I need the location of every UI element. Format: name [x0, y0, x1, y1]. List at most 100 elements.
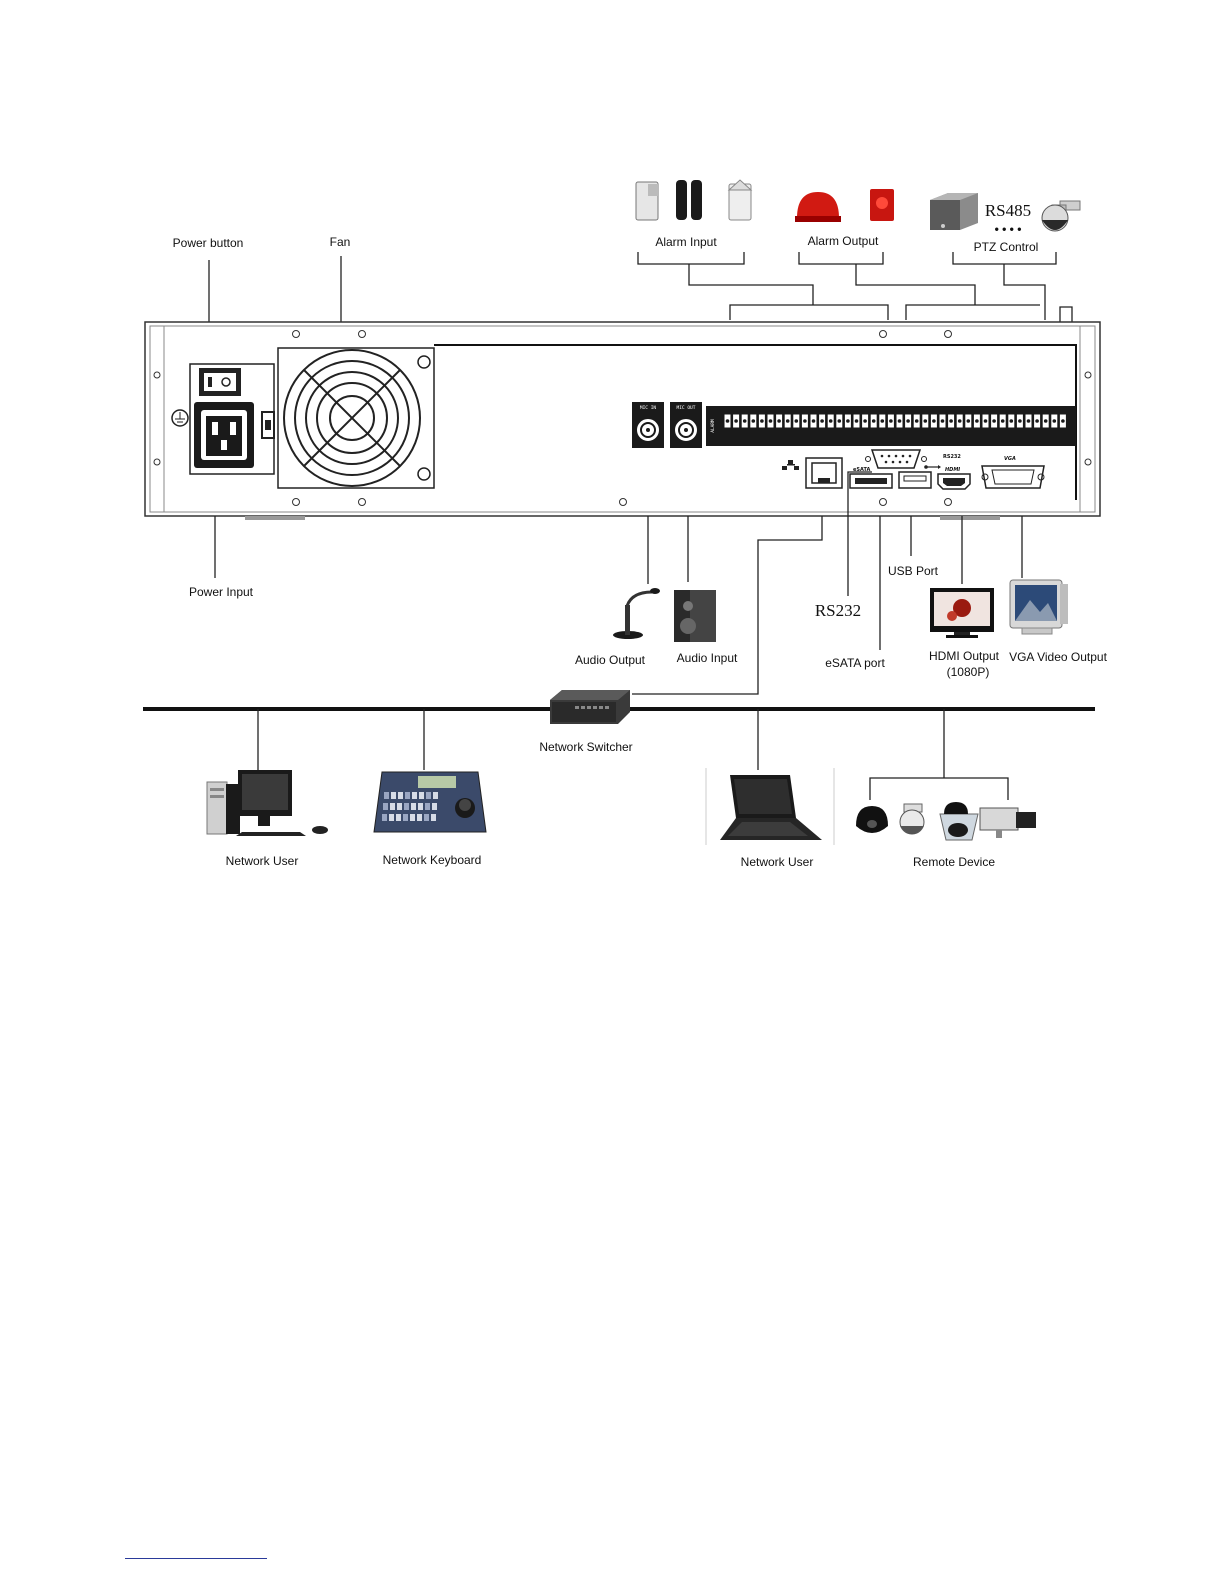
hdmi-text: HDMI: [945, 467, 960, 473]
ptz-decoder-box-icon: [930, 193, 978, 230]
terminal-screw-head: [726, 419, 730, 423]
mic-out-port[interactable]: MIC OUT: [670, 402, 702, 448]
terminal-screw-head: [734, 419, 738, 423]
keyboard-key: [419, 792, 424, 799]
network-keyboard-icon: [374, 772, 486, 832]
keyboard-key: [382, 814, 387, 821]
terminal-screw-head: [967, 419, 971, 423]
keyboard-key: [417, 814, 422, 821]
audio-output-label: Audio Output: [575, 653, 646, 667]
mic-in-port[interactable]: MIC IN: [632, 402, 664, 448]
mic-out-text: MIC OUT: [677, 405, 696, 411]
hdmi-output-resolution: (1080P): [947, 665, 990, 679]
keyboard-key: [433, 792, 438, 799]
rs232-panel-text: RS232: [943, 454, 961, 460]
network-keyboard-label: Network Keyboard: [383, 853, 482, 867]
network-switcher-label: Network Switcher: [539, 740, 632, 754]
terminal-screw-head: [838, 419, 842, 423]
terminal-screw-head: [1018, 419, 1022, 423]
speed-dome-white-icon: [900, 804, 924, 834]
smoke-detector-icon: [729, 180, 751, 220]
keyboard-key: [397, 803, 402, 810]
speaker-icon: [674, 590, 716, 642]
terminal-screw-head: [829, 419, 833, 423]
ptz-devices: RS485 • • • •: [930, 193, 1080, 236]
vga-video-output-label: VGA Video Output: [1009, 650, 1108, 664]
rs485-label: RS485: [985, 201, 1031, 220]
terminal-screw-head: [786, 419, 790, 423]
audio-input-label: Audio Input: [677, 651, 738, 665]
keyboard-key: [389, 814, 394, 821]
network-switch-icon: [550, 690, 630, 724]
terminal-screw-head: [906, 419, 910, 423]
motion-sensor-icon: [636, 182, 658, 220]
terminal-screw-head: [846, 419, 850, 423]
terminal-screw-head: [795, 419, 799, 423]
remote-device-label: Remote Device: [913, 855, 995, 869]
keyboard-key: [403, 814, 408, 821]
terminal-screw-head: [743, 419, 747, 423]
power-input-label: Power Input: [189, 585, 254, 599]
keyboard-key: [431, 814, 436, 821]
terminal-screw-head: [803, 419, 807, 423]
alarm-output-devices: [795, 189, 894, 222]
terminal-screw-head: [1044, 419, 1048, 423]
desktop-computer-icon: [207, 770, 328, 836]
keyboard-key: [390, 803, 395, 810]
hdmi-output-label: HDMI Output: [929, 649, 1000, 663]
terminal-screw-head: [820, 419, 824, 423]
terminal-screw-head: [1001, 419, 1005, 423]
vga-monitor-icon: [1010, 580, 1068, 634]
terminal-screw-head: [872, 419, 876, 423]
keyboard-key: [412, 792, 417, 799]
alarm-output-label: Alarm Output: [808, 234, 879, 248]
terminal-screw-head: [752, 419, 756, 423]
dome-camera-black-icon: [856, 806, 888, 833]
terminal-screw-head: [812, 419, 816, 423]
terminal-screw-head: [992, 419, 996, 423]
terminal-screw-head: [975, 419, 979, 423]
keyboard-key: [425, 803, 430, 810]
terminal-screw-head: [915, 419, 919, 423]
keyboard-key: [418, 803, 423, 810]
network-drop-lines: [258, 709, 1008, 800]
mic-in-text: MIC IN: [640, 405, 657, 411]
terminal-screw-head: [777, 419, 781, 423]
terminal-screw-head: [1035, 419, 1039, 423]
alarm-input-devices: [636, 180, 751, 220]
keyboard-key: [426, 792, 431, 799]
terminal-screw-head: [769, 419, 773, 423]
terminal-screw-head: [949, 419, 953, 423]
microphone-icon: [613, 588, 660, 639]
terminal-screw-head: [958, 419, 962, 423]
terminal-screw-head: [863, 419, 867, 423]
terminal-screw-head: [984, 419, 988, 423]
terminal-screw-head: [881, 419, 885, 423]
terminal-screw-head: [1061, 419, 1065, 423]
power-button-label: Power button: [173, 236, 244, 250]
esata-port-label: eSATA port: [825, 656, 885, 670]
rs232-label: RS232: [815, 601, 861, 620]
dvr-rear-panel: MIC IN MIC OUT ALARM: [145, 322, 1100, 520]
keyboard-key: [391, 792, 396, 799]
terminal-screw-head: [855, 419, 859, 423]
terminal-screw-head: [1027, 419, 1031, 423]
alarm-terminal-block[interactable]: ALARM: [706, 406, 1076, 446]
top-leader-lines: [209, 252, 1072, 322]
power-input-socket[interactable]: [194, 402, 254, 468]
ptz-control-label: PTZ Control: [974, 240, 1039, 254]
indoor-dome-icon: [940, 802, 978, 840]
hdmi-monitor-icon: [930, 588, 994, 638]
alarm-block-text: ALARM: [710, 419, 716, 433]
rs485-dots: • • • •: [995, 222, 1022, 236]
terminal-screw-head: [889, 419, 893, 423]
power-switch[interactable]: [199, 368, 241, 396]
terminal-screw-head: [924, 419, 928, 423]
terminal-screw-head: [1010, 419, 1014, 423]
remote-cameras: [856, 802, 1036, 840]
beam-detector-icon: [676, 180, 702, 220]
terminal-screw-head: [932, 419, 936, 423]
network-user-left-label: Network User: [226, 854, 299, 868]
siren-light-icon: [795, 192, 841, 222]
fan-label: Fan: [330, 235, 351, 249]
